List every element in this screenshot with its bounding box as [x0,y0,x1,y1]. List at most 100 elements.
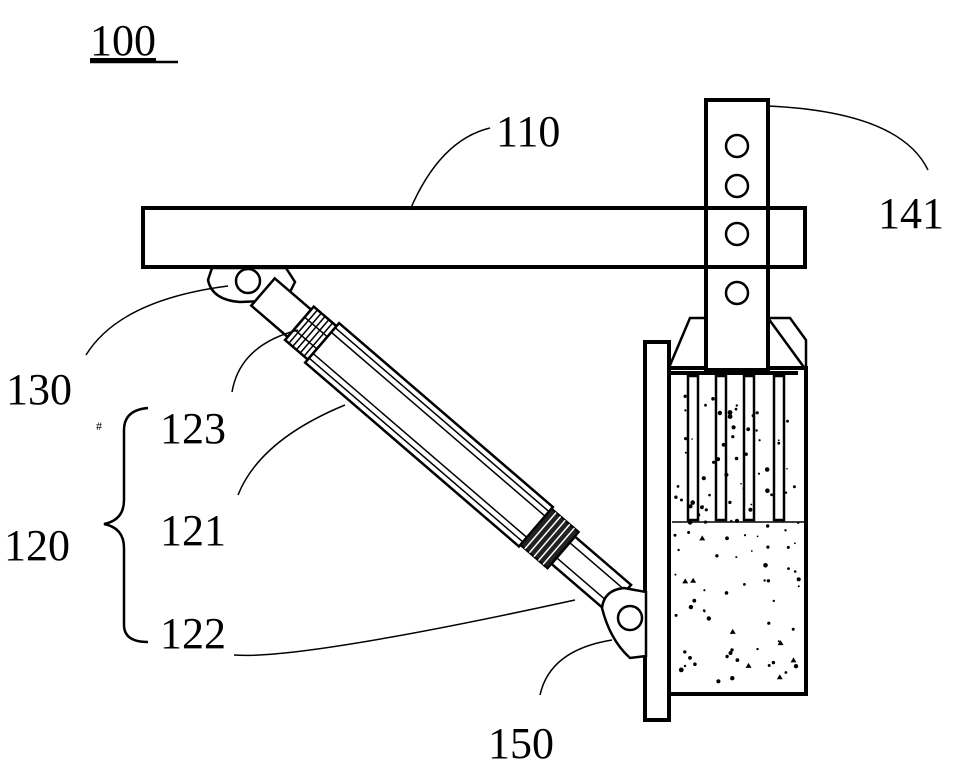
speckle [787,567,790,570]
speckle [758,439,761,442]
speckle [767,664,771,667]
speckle [674,573,677,576]
leader-121 [237,404,346,496]
speckle [688,604,694,610]
speckle [673,533,677,537]
speckle [683,394,687,398]
speckle [687,520,693,525]
foundation-block [666,316,808,696]
speckle [751,414,755,418]
concrete-speckles [673,394,801,684]
aggregate [777,640,784,646]
post-body [704,98,770,372]
speckle [731,425,736,430]
speckle [692,598,697,603]
speckle [742,487,745,490]
bolt-hole [724,280,750,306]
speckle [786,468,788,470]
bolt-hole [724,173,750,199]
anchor-bars [686,374,786,522]
speckle [796,577,801,582]
speckle [704,508,708,512]
speckle [711,397,715,401]
wall-plate [643,340,671,722]
speckle [782,520,784,523]
leader-110 [409,127,491,211]
speckle [764,467,770,472]
speckle [756,535,759,538]
speckle [793,664,799,669]
horizontal-beam [141,206,807,269]
speckle [715,554,719,558]
label-brace-joint: 123 [160,404,226,453]
label-mark: # [96,419,102,433]
speckle [715,397,718,400]
label-beam: 110 [496,107,560,156]
speckle [755,411,759,415]
speckle [743,534,747,537]
speckle [765,488,770,494]
leader-141 [767,105,929,171]
speckle [683,664,687,668]
beam-body [141,206,807,269]
brace-joint-upper [283,304,339,362]
speckle [734,456,739,461]
speckle [746,427,751,432]
speckle [688,656,692,660]
speckle [735,658,740,662]
speckle [674,495,678,499]
anchor-bar [742,374,756,522]
speckle [740,483,742,485]
speckle [704,403,707,407]
speckle [772,599,775,603]
speckle [693,662,697,666]
aggregate [729,628,736,634]
hinge-pin [234,267,262,295]
speckle [678,667,684,673]
speckle [734,518,740,523]
speckle [717,410,723,416]
anchor-bar [714,374,728,522]
speckle [728,651,733,655]
label-upper-hinge: 130 [6,365,72,414]
speckle [703,589,706,592]
speckle [690,500,695,505]
speckle [703,520,708,524]
speckle [677,548,680,552]
speckle [724,591,729,595]
speckle [676,485,680,488]
speckle [683,650,687,654]
speckle [684,409,687,412]
speckle [730,648,734,652]
speckle [770,493,773,497]
aggregate [776,674,783,680]
brace-group-bracket [103,406,149,644]
vertical-post [704,98,770,372]
post-gusset-right [765,316,808,374]
speckle [766,524,770,528]
speckle [767,621,771,625]
speckle [797,521,800,524]
label-brace: 120 [4,521,70,570]
leader-122 [233,599,576,657]
lower-hinge [600,586,648,660]
aggregate [790,657,797,663]
diagonal-brace [249,276,633,614]
leader-123 [231,329,299,393]
speckle [766,545,770,549]
aggregate [690,577,697,583]
speckle [701,476,706,481]
speckle [687,531,691,534]
speckle [721,442,726,447]
speckle [748,507,753,512]
speckle [735,404,738,407]
speckle [727,414,733,419]
speckle [727,410,733,415]
bolt-hole [724,133,750,159]
anchor-bar [772,374,786,522]
speckle [724,472,729,477]
speckle [792,485,796,489]
leader-lines [85,105,929,696]
speckle [725,536,729,541]
